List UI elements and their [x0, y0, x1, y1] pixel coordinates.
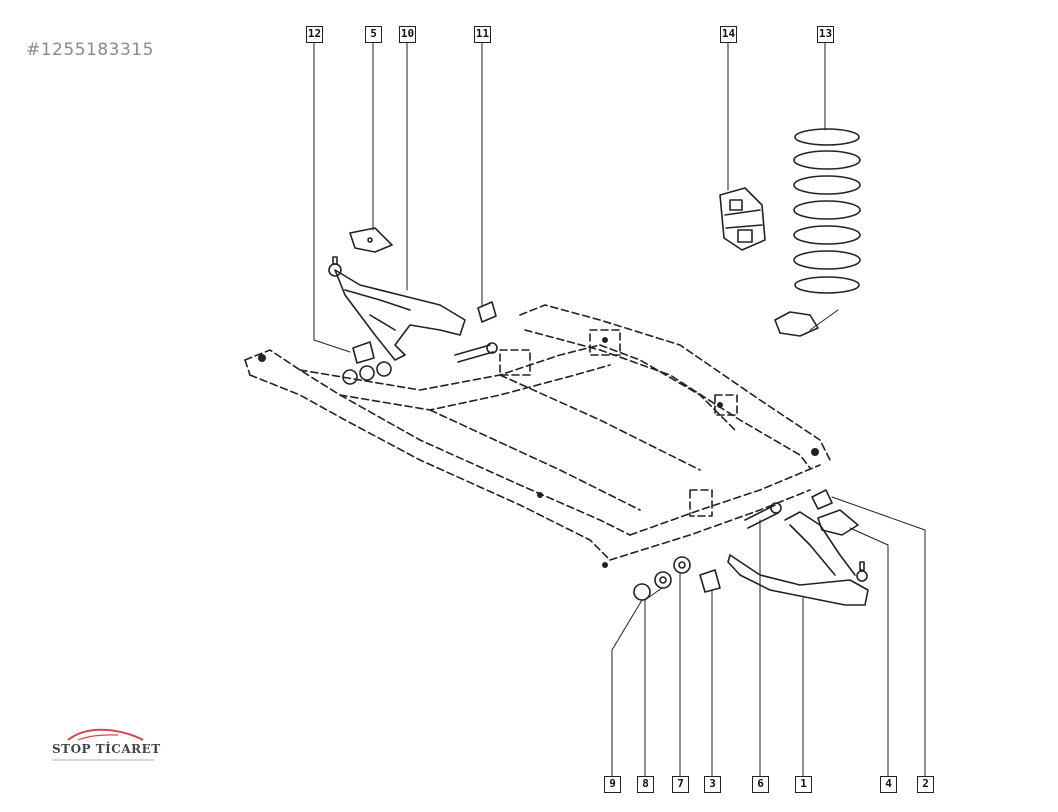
- reference-id: #1255183315: [26, 40, 154, 60]
- callout-4: 4: [880, 776, 897, 793]
- bushing-lower-right: [811, 489, 833, 510]
- logo-wordmark: STOP TİCARET: [52, 742, 161, 756]
- lower-plate: [817, 509, 859, 536]
- bump-stop: [719, 187, 766, 251]
- callout-8: 8: [637, 776, 654, 793]
- callout-3: 3: [704, 776, 721, 793]
- callout-7: 7: [672, 776, 689, 793]
- callout-1: 1: [795, 776, 812, 793]
- callout-14: 14: [720, 26, 737, 43]
- bushing-upper-right: [477, 301, 497, 323]
- bushing-upper-left: [342, 341, 392, 385]
- subframe: [244, 304, 831, 561]
- lower-bolt: [744, 502, 782, 529]
- lower-hardware: [633, 556, 721, 601]
- callout-9: 9: [604, 776, 621, 793]
- callout-6: 6: [752, 776, 769, 793]
- stop-ticaret-logo: STOP TİCARET: [48, 726, 161, 770]
- left-control-arm: [328, 256, 466, 361]
- callout-13: 13: [817, 26, 834, 43]
- bolt: [454, 342, 498, 363]
- callout-10: 10: [399, 26, 416, 43]
- right-control-arm: [727, 511, 869, 606]
- coil-spring: [774, 128, 861, 337]
- callout-12: 12: [306, 26, 323, 43]
- upper-plate: [349, 227, 393, 253]
- callout-5: 5: [365, 26, 382, 43]
- callout-11: 11: [474, 26, 491, 43]
- callout-2: 2: [917, 776, 934, 793]
- leader-lines: [313, 41, 926, 777]
